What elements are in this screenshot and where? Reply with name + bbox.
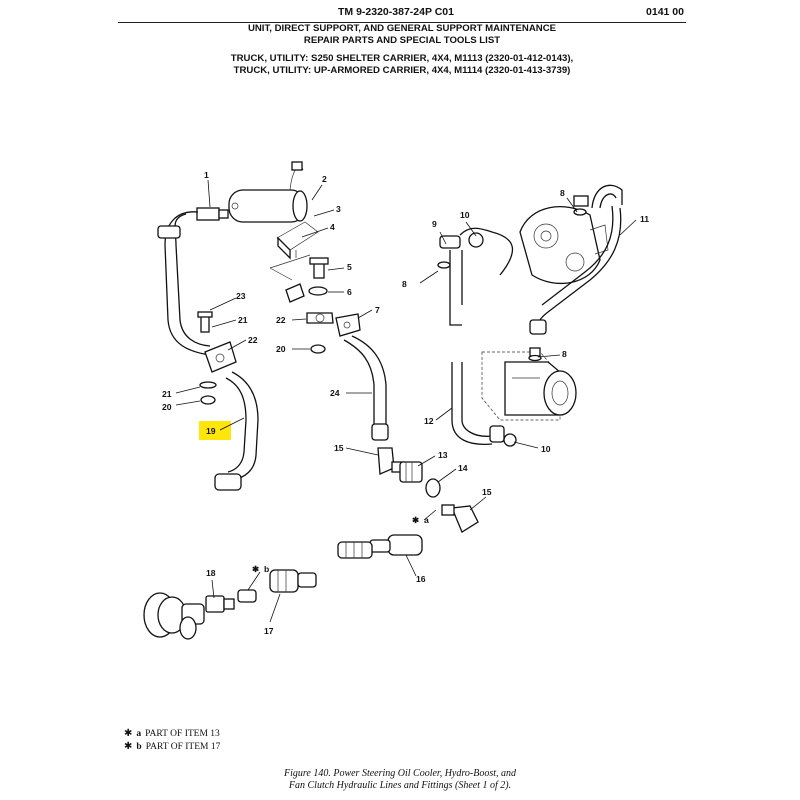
callout-10-bottom: 10 (541, 444, 551, 454)
steering-pump (519, 206, 609, 285)
figure-caption: Figure 140. Power Steering Oil Cooler, H… (200, 768, 600, 792)
header-rule (118, 22, 686, 23)
asterisk-icon: ✱ (124, 741, 133, 752)
callout-9: 9 (432, 219, 437, 229)
title-line-3: TRUCK, UTILITY: S250 SHELTER CARRIER, 4X… (230, 53, 574, 64)
oil-cooler-assembly (196, 161, 319, 281)
hose-item-12 (449, 250, 463, 326)
callout-15-left: 15 (334, 443, 344, 453)
callout-17: 17 (264, 626, 274, 636)
callout-6: 6 (347, 287, 352, 297)
callout-b-star: ✱ (252, 564, 260, 574)
title-line-2: REPAIR PARTS AND SPECIAL TOOLS LIST (303, 35, 501, 46)
callout-24: 24 (330, 388, 340, 398)
callout-21-left: 21 (162, 389, 172, 399)
hose-item-19 (231, 371, 259, 481)
title-line-4: TRUCK, UTILITY: UP-ARMORED CARRIER, 4X4,… (233, 65, 571, 76)
asterisk-icon: ✱ (124, 728, 133, 739)
work-package-number: 0141 00 (646, 6, 684, 18)
callout-20-center: 20 (276, 344, 286, 354)
callout-1: 1 (204, 170, 209, 180)
item-19-highlight (199, 421, 231, 440)
dust-cap (143, 592, 205, 640)
callout-8-left: 8 (402, 279, 407, 289)
quick-disconnect-16 (337, 534, 423, 559)
tm-number: TM 9-2320-387-24P C01 (338, 6, 454, 18)
callout-15-right: 15 (482, 487, 492, 497)
callout-20-left: 20 (162, 402, 172, 412)
callout-5: 5 (347, 262, 352, 272)
callout-13: 13 (438, 450, 448, 460)
callout-21-top: 21 (238, 315, 248, 325)
hose-item-24 (351, 335, 387, 425)
callout-a: a (424, 515, 429, 525)
callout-19: 19 (206, 426, 216, 436)
caption-line-1: Figure 140. Power Steering Oil Cooler, H… (283, 768, 517, 779)
callout-7: 7 (375, 305, 380, 315)
callout-18: 18 (206, 568, 216, 578)
callout-14: 14 (458, 463, 468, 473)
callout-labels: 1 2 3 4 5 6 7 8 8 8 9 10 10 11 12 13 14 … (162, 170, 649, 636)
callout-a-star: ✱ (412, 515, 420, 525)
callout-3: 3 (336, 204, 341, 214)
leader-lines (175, 179, 637, 623)
coupler-17 (269, 569, 317, 593)
title-block: UNIT, DIRECT SUPPORT, AND GENERAL SUPPOR… (118, 23, 686, 77)
callout-22-center: 22 (276, 315, 286, 325)
callout-b: b (264, 564, 269, 574)
callout-4: 4 (330, 222, 335, 232)
callout-16: 16 (416, 574, 426, 584)
hose-upper-left (164, 211, 211, 356)
callout-8-right: 8 (562, 349, 567, 359)
callout-11: 11 (640, 214, 649, 224)
callout-23: 23 (236, 291, 246, 301)
caption-line-2: Fan Clutch Hydraulic Lines and Fittings … (288, 780, 512, 791)
page-header: TM 9-2320-387-24P C01 0141 00 (118, 4, 684, 20)
hydro-boost (481, 351, 577, 421)
callout-10-top: 10 (460, 210, 470, 220)
callout-22-left: 22 (248, 335, 258, 345)
title-line-1: UNIT, DIRECT SUPPORT, AND GENERAL SUPPOR… (247, 23, 557, 34)
callout-8-top: 8 (560, 188, 565, 198)
callout-2: 2 (322, 174, 327, 184)
callout-12: 12 (424, 416, 434, 426)
